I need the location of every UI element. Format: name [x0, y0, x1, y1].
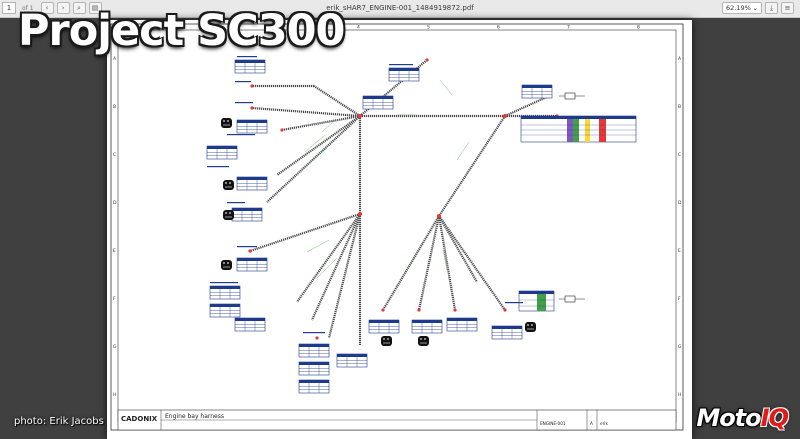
page-number-input[interactable]: 1	[2, 2, 16, 14]
toolbar-right-group: 62.19% ⌄ ⤓ ≡	[722, 2, 794, 14]
drawing-inner-border	[117, 29, 677, 423]
row-label: H	[678, 392, 681, 398]
row-label: F	[678, 296, 681, 302]
row-label: E	[113, 248, 116, 254]
menu-icon: ≡	[784, 4, 791, 12]
toolbar-left-group: 1 of 1 ‹ › ⌕ ▤	[2, 2, 102, 14]
pinout-table	[520, 115, 637, 143]
schematic-drawing: 1 2 3 4 5 6 7 8 A B C D E F G H A B	[110, 23, 684, 431]
relay-symbol	[559, 92, 585, 303]
brand-moto: Moto	[696, 404, 761, 432]
menu-button[interactable]: ≡	[781, 2, 794, 14]
col-label: 6	[497, 25, 500, 31]
row-label: A	[678, 56, 682, 62]
document-title: erik_sHAR7_ENGINE-001_1484919872.pdf	[326, 4, 474, 12]
row-label: G	[113, 344, 117, 350]
row-label: A	[113, 56, 117, 62]
zoom-select[interactable]: 62.19% ⌄	[722, 2, 762, 14]
col-label: 3	[287, 25, 290, 31]
sidebar-icon: ▤	[91, 4, 99, 12]
col-label: 4	[357, 25, 360, 31]
col-label: 5	[427, 25, 430, 31]
chevron-right-icon: ›	[61, 4, 65, 12]
row-label: F	[113, 296, 116, 302]
col-label: 2	[217, 25, 220, 31]
row-labels-left: A B C D E F G H	[113, 56, 117, 398]
search-icon: ⌕	[77, 3, 81, 12]
sidebar-button[interactable]: ▤	[88, 2, 102, 14]
row-label: D	[678, 200, 682, 206]
search-button[interactable]: ⌕	[72, 2, 86, 14]
row-labels-right: A B C D E F G H	[678, 56, 682, 398]
sheet-number: ENGINE-001	[540, 421, 566, 426]
drawing-title: Engine bay harness	[165, 413, 224, 420]
author: erik	[600, 421, 608, 426]
page-count-label: of 1	[22, 4, 34, 12]
connector-tables	[206, 59, 553, 394]
chevron-down-icon: ⌄	[752, 4, 758, 12]
row-label: G	[678, 344, 682, 350]
splice-points	[248, 58, 559, 340]
row-label: H	[113, 392, 116, 398]
row-label: E	[678, 248, 681, 254]
row-label: B	[678, 104, 681, 110]
chevron-left-icon: ‹	[45, 4, 49, 12]
revision: A	[590, 421, 593, 426]
cadonix-logo: CADONIX	[121, 415, 158, 423]
photo-credit: photo: Erik Jacobs	[14, 416, 104, 427]
col-label: 7	[567, 25, 570, 31]
motoiq-logo: MotoIQ	[696, 404, 789, 432]
connector-plug-icons	[221, 118, 536, 346]
row-label: B	[113, 104, 116, 110]
previous-page-button[interactable]: ‹	[40, 2, 54, 14]
row-label: D	[113, 200, 117, 206]
pdf-page: 1 2 3 4 5 6 7 8 A B C D E F G H A B	[107, 20, 692, 439]
col-label: 1	[147, 25, 150, 31]
viewer-toolbar: 1 of 1 ‹ › ⌕ ▤ erik_sHAR7_ENGINE-001_148…	[0, 0, 800, 18]
pinout-table-lower	[518, 290, 555, 312]
col-label: 8	[637, 25, 640, 31]
wire-labels	[301, 79, 470, 279]
download-icon: ⤓	[769, 3, 774, 12]
next-page-button[interactable]: ›	[56, 2, 70, 14]
article-title-overlay: Project SC300	[18, 6, 345, 56]
title-block: CADONIX Engine bay harness ENGINE-001 A …	[117, 409, 677, 431]
row-label: C	[678, 152, 681, 158]
save-button[interactable]: ⤓	[765, 2, 778, 14]
column-labels-top: 1 2 3 4 5 6 7 8	[147, 25, 640, 31]
connector-labels	[207, 56, 523, 334]
row-label: C	[113, 152, 116, 158]
brand-iq: IQ	[760, 404, 789, 432]
zoom-value: 62.19%	[726, 4, 751, 12]
